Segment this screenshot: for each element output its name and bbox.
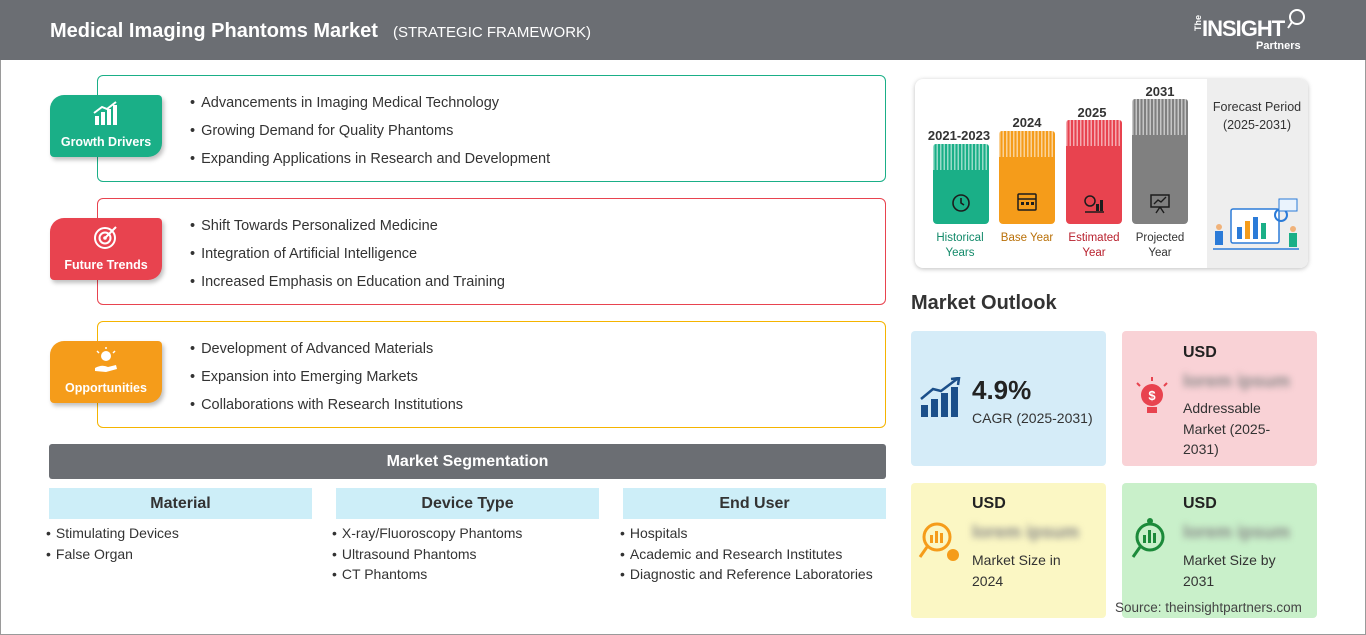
calendar-icon: [1017, 193, 1037, 211]
list-item: Expanding Applications in Research and D…: [190, 151, 550, 179]
dollar-magnifier-growth-icon: [1131, 518, 1165, 558]
market-size-2031-card: USD lorem ipsum Market Size by 2031: [1122, 483, 1317, 618]
market-segmentation-header: Market Segmentation: [49, 444, 886, 479]
addressable-currency: USD: [1183, 344, 1217, 361]
size-2031-value: lorem ipsum: [1183, 522, 1291, 542]
future-trends-badge: Future Trends: [50, 218, 162, 280]
projected-year-bar: [1132, 99, 1188, 224]
page-subtitle: (STRATEGIC FRAMEWORK): [393, 24, 592, 41]
market-outlook-title: Market Outlook: [911, 292, 1057, 314]
list-item: Collaborations with Research Institution…: [190, 397, 463, 425]
size-2031-label: Market Size by 2031: [1183, 552, 1276, 589]
list-item: Stimulating Devices: [46, 525, 179, 546]
analytics-team-illustration: [1213, 198, 1299, 250]
segment-list-material: Stimulating Devices False Organ: [46, 525, 179, 566]
opportunities-badge: Opportunities: [50, 341, 162, 403]
logo-partners: Partners: [1256, 40, 1301, 52]
year-label-base: 2024: [1012, 115, 1042, 130]
cagr-label: CAGR (2025-2031): [972, 410, 1093, 426]
logo-magnifier-icon: [1287, 9, 1305, 29]
size-2024-currency: USD: [972, 495, 1006, 512]
segment-heading-end-user: End User: [623, 488, 886, 519]
year-label-historical: 2021-2023: [927, 128, 991, 143]
cagr-card: 4.9% CAGR (2025-2031): [911, 331, 1106, 466]
list-item: Ultrasound Phantoms: [332, 546, 522, 567]
list-item: Advancements in Imaging Medical Technolo…: [190, 95, 550, 123]
market-size-2024-card: USD lorem ipsum Market Size in 2024: [911, 483, 1106, 618]
segment-list-end-user: Hospitals Academic and Research Institut…: [620, 525, 873, 587]
base-year-bar: [999, 131, 1055, 224]
year-label-estimated: 2025: [1077, 105, 1107, 120]
list-item: CT Phantoms: [332, 566, 522, 587]
year-label-projected: 2031: [1145, 84, 1175, 99]
addressable-market-card: $ USD lorem ipsum Addressable Market (20…: [1122, 331, 1317, 466]
size-2031-currency: USD: [1183, 495, 1217, 512]
history-clock-icon: [952, 194, 970, 212]
growth-drivers-box: Advancements in Imaging Medical Technolo…: [97, 75, 886, 182]
list-item: Growing Demand for Quality Phantoms: [190, 123, 550, 151]
dollar-bulb-icon: $: [1136, 377, 1168, 413]
badge-label: Growth Drivers: [60, 135, 152, 149]
dollar-magnifier-icon: [918, 522, 959, 561]
svg-text:$: $: [1148, 388, 1156, 403]
logo-insight: INSIGHT: [1202, 16, 1285, 41]
page-title: Medical Imaging Phantoms Market: [50, 20, 378, 42]
historical-years-bar: [933, 144, 989, 224]
list-item: X-ray/Fluoroscopy Phantoms: [332, 525, 523, 546]
badge-label: Future Trends: [64, 258, 148, 272]
lightbulb-hand-icon: [95, 347, 117, 372]
addressable-label: Addressable Market (2025-2031): [1183, 400, 1271, 457]
addressable-value: lorem ipsum: [1183, 371, 1291, 391]
cagr-value: 4.9%: [972, 375, 1032, 405]
future-trends-box: Shift Towards Personalized Medicine Inte…: [97, 198, 886, 305]
growth-drivers-badge: Growth Drivers: [50, 95, 162, 157]
insight-partners-logo: The INSIGHT Partners: [1190, 8, 1320, 54]
historical-years-caption: Historical Years: [936, 232, 984, 259]
badge-label: Opportunities: [65, 381, 147, 395]
projected-year-caption: Projected Year: [1135, 232, 1185, 259]
growth-chart-icon: [920, 377, 961, 417]
list-item: Increased Emphasis on Education and Trai…: [190, 274, 505, 302]
opportunities-list: Development of Advanced Materials Expans…: [190, 341, 463, 425]
list-item: Integration of Artificial Intelligence: [190, 246, 505, 274]
list-item: Development of Advanced Materials: [190, 341, 463, 369]
segment-heading-device-type: Device Type: [336, 488, 599, 519]
opportunities-box: Development of Advanced Materials Expans…: [97, 321, 886, 428]
segment-list-device-type: X-ray/Fluoroscopy Phantoms Ultrasound Ph…: [332, 525, 523, 587]
segment-heading-material: Material: [49, 488, 312, 519]
size-2024-value: lorem ipsum: [972, 522, 1080, 542]
base-year-caption: Base Year: [1000, 232, 1054, 244]
forecast-period-text: Forecast Period (2025-2031): [1207, 99, 1307, 133]
list-item: Expansion into Emerging Markets: [190, 369, 463, 397]
future-trends-list: Shift Towards Personalized Medicine Inte…: [190, 218, 505, 302]
header-bar: Medical Imaging Phantoms Market (STRATEG…: [0, 0, 1366, 60]
target-icon: [94, 226, 117, 249]
presentation-board-icon: [1150, 194, 1170, 214]
bar-chart-growth-icon: [93, 101, 117, 125]
forecast-label: Forecast Period: [1212, 100, 1302, 114]
estimated-year-bar: [1066, 120, 1122, 224]
size-2024-label: Market Size in 2024: [972, 552, 1061, 589]
gear-chart-icon: [1084, 195, 1104, 213]
list-item: Academic and Research Institutes: [620, 546, 873, 567]
list-item: Hospitals: [620, 525, 873, 546]
forecast-range: (2025-2031): [1222, 118, 1292, 132]
source-credit: Source: theinsightpartners.com: [1115, 600, 1302, 615]
list-item: False Organ: [46, 546, 179, 567]
estimated-year-caption: Estimated Year: [1068, 232, 1120, 259]
growth-drivers-list: Advancements in Imaging Medical Technolo…: [190, 95, 550, 179]
list-item: Diagnostic and Reference Laboratories: [620, 566, 873, 587]
list-item: Shift Towards Personalized Medicine: [190, 218, 505, 246]
